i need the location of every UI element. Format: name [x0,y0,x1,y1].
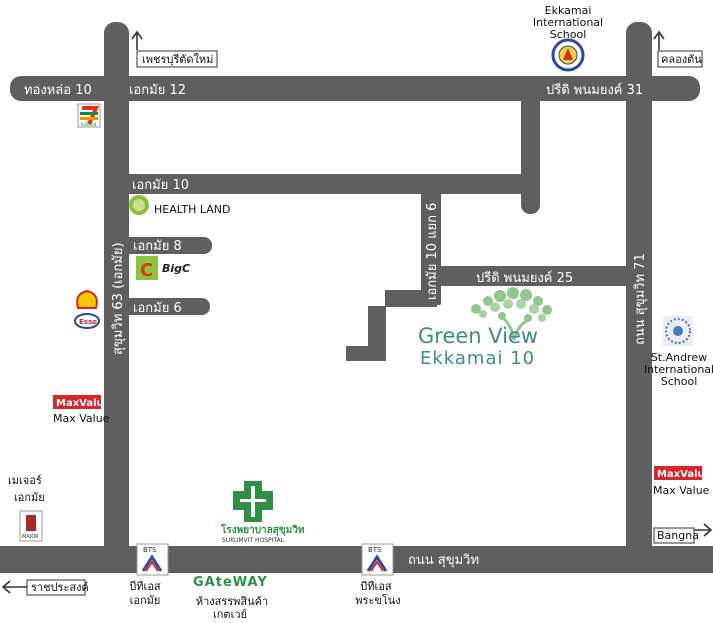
big-c: C BigC [136,256,190,281]
arrow-right-icon [694,523,713,537]
svg-text:International: International [533,16,603,29]
svg-text:คลองตัน: คลองตัน [661,53,702,66]
svg-text:Esso: Esso [79,318,97,326]
arrow-left-icon [1,580,27,594]
svg-text:เพชรบุรีตัดใหม่: เพชรบุรีตัดใหม่ [142,53,213,66]
svg-text:C: C [140,260,153,281]
major-ekkamai: เมเจอร์ เอกมัย MAJOR [8,474,45,542]
health-land: HEALTH LAND [129,195,230,216]
svg-text:ELEVEN: ELEVEN [81,122,97,127]
bts-logo-icon: BTS [361,543,394,576]
label-ekkamai-8: เอกมัย 8 [133,239,182,254]
maxvalu-logo-icon [654,466,702,480]
svg-text:Max Value: Max Value [53,412,110,425]
svg-text:Max Value: Max Value [653,484,710,497]
svg-text:Bangna: Bangna [657,529,699,542]
svg-text:เมเจอร์: เมเจอร์ [8,474,42,487]
road-pridi-25 [430,266,640,286]
esso-logo: Esso [74,313,100,329]
school-crest-icon [551,38,585,72]
label-pridi-25: ปรีดิ พนมยงค์ 25 [476,270,573,286]
direction-bangna: Bangna [653,523,713,544]
road-sukhumvit-71 [626,22,652,562]
arrow-up-icon [131,30,143,50]
project-name: Green View [418,324,538,348]
bts-phra-khanong: BTS บีทีเอส พระขโนง [355,543,401,607]
svg-text:School: School [661,375,698,388]
sukhumvit-hospital: โรงพยาบาลสุขุมวิท SUKUMVIT HOSPITAL [220,481,305,544]
svg-text:ห้างสรรพสินค้า: ห้างสรรพสินค้า [196,595,268,608]
svg-text:เอกมัย: เอกมัย [130,594,161,607]
label-ekkamai-10-yaek-6: เอกมัย 10 แยก 6 [425,203,440,300]
st-andrew-international-school: St.Andrew International School [644,316,713,388]
svg-text:School: School [550,28,587,41]
road-step-1 [385,290,437,307]
road-step-3 [346,346,386,361]
svg-text:MaxValu: MaxValu [657,469,705,480]
st-andrew-crest-icon [663,316,693,346]
svg-text:เอกมัย: เอกมัย [14,491,45,504]
svg-text:บีทีเอส: บีทีเอส [360,580,392,593]
green-view-project: Green View Ekkamai 10 [418,287,552,369]
direction-ratchaprasong: ราชประสงค์ [1,579,89,596]
svg-text:BTS: BTS [368,546,382,554]
label-ekkamai-12: เอกมัย 12 [129,83,186,98]
svg-text:International: International [644,363,713,376]
big-c-logo-icon: C [136,256,158,281]
svg-text:Ekkamai: Ekkamai [545,4,592,17]
svg-text:ราชประสงค์: ราชประสงค์ [31,581,89,594]
svg-text:MAJOR: MAJOR [22,534,39,540]
maxvalu-left: MaxValu Max Value [53,395,110,425]
hospital-name-th: โรงพยาบาลสุขุมวิท [220,523,305,536]
bts-ekkamai: BTS บีทีเอส เอกมัย [129,543,169,607]
bts-logo-icon: BTS [136,543,169,576]
maxvalu-logo-icon [53,395,101,409]
hospital-name-en: SUKUMVIT HOSPITAL [222,537,285,544]
road-network [0,22,713,573]
major-logo-icon: MAJOR [19,510,43,542]
label-ekkamai-10: เอกมัย 10 [132,178,189,193]
svg-text:St.Andrew: St.Andrew [651,351,707,364]
arrow-up-icon [653,30,665,50]
road-sukhumvit-main [0,546,713,573]
road-ekkamai-8 [118,237,212,254]
label-ekkamai-6: เอกมัย 6 [133,301,182,316]
direction-phetchaburi: เพชรบุรีตัดใหม่ [131,30,218,68]
label-sukhumvit-63: สุขุมวิท 63 (เอกมัย) [111,242,126,355]
road-ekkamai-6 [118,298,210,315]
road-spur-top [521,88,540,214]
gateway-logo: GAteWAY [193,575,268,590]
project-location: Ekkamai 10 [420,348,535,369]
svg-text:MaxValu: MaxValu [56,398,104,409]
svg-text:BTS: BTS [143,546,157,554]
ekkamai-international-school: Ekkamai International School [533,4,603,72]
shell-logo-icon [76,289,98,309]
direction-khlong-tan: คลองตัน [653,30,703,68]
label-pridi-31: ปรีดิ พนมยงค์ 31 [546,82,643,98]
gateway-mall: GAteWAY ห้างสรรพสินค้า เกตเวย์ [193,575,268,621]
label-sukhumvit-71: ถนน สุขุมวิท 71 [633,253,648,345]
svg-text:HEALTH LAND: HEALTH LAND [154,203,230,216]
svg-text:พระขโนง: พระขโนง [355,593,400,607]
seven-eleven-logo: ELEVEN [77,103,101,128]
svg-text:เกตเวย์: เกตเวย์ [213,608,247,621]
health-land-logo-icon [129,195,149,215]
svg-text:บีทีเอส: บีทีเอส [129,580,161,593]
label-thonglor-10: ทองหล่อ 10 [24,83,92,98]
maxvalu-right: MaxValu Max Value [653,466,710,497]
tree-icon [471,287,552,341]
road-sukhumvit-63 [104,22,129,562]
hospital-cross-icon [233,481,273,522]
svg-text:BigC: BigC [162,262,190,275]
label-sukhumvit-main: ถนน สุขุมวิท [408,553,479,568]
